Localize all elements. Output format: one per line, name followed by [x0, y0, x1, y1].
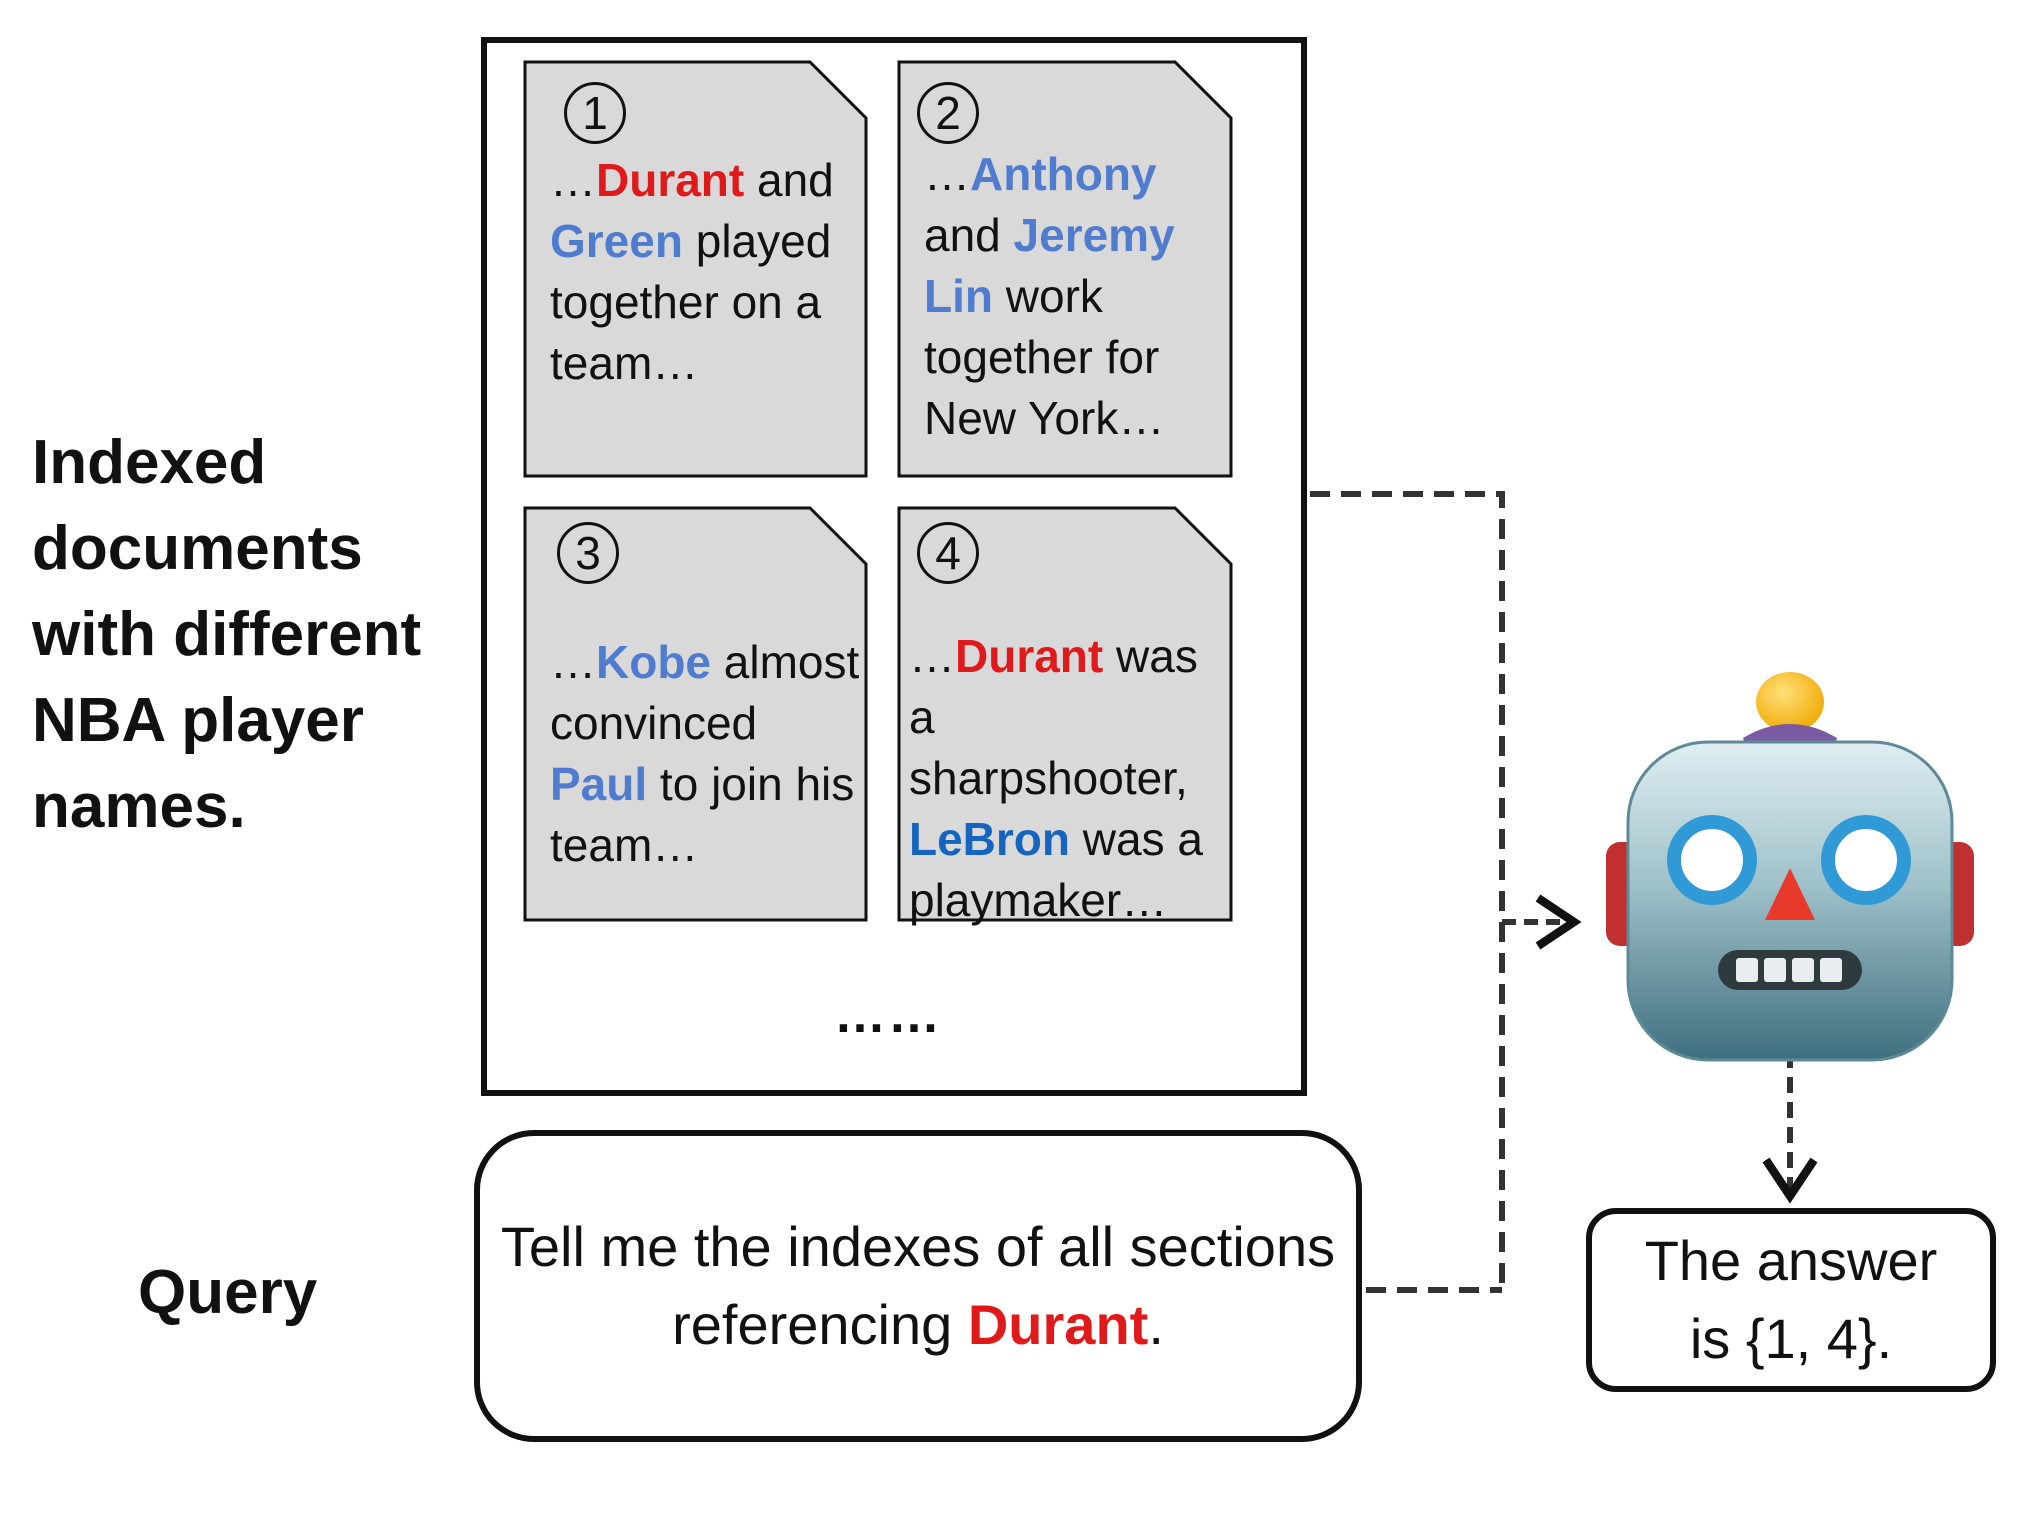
- query-box: Tell me the indexes of all sections refe…: [474, 1130, 1362, 1442]
- document-2-player-anthony: Anthony: [970, 148, 1157, 200]
- document-1-shape: [523, 60, 868, 478]
- document-4-shape: [897, 506, 1233, 922]
- document-4-number: 4: [917, 522, 979, 584]
- document-3-seg-0: …: [550, 636, 596, 688]
- document-3-seg-4: to join his team…: [550, 758, 855, 871]
- document-2-seg-2: and: [924, 209, 1014, 261]
- document-2-seg-0: …: [924, 148, 970, 200]
- document-1-seg-0: …: [550, 154, 596, 206]
- query-highlight-durant: Durant: [967, 1293, 1149, 1356]
- query-text-before: Tell me the indexes of all sections refe…: [500, 1215, 1336, 1356]
- document-4-player-lebron: LeBron: [909, 813, 1070, 865]
- query-text-after: .: [1148, 1293, 1164, 1356]
- document-2-seg-4: work together for New York…: [924, 270, 1165, 444]
- document-1-player-durant: Durant: [596, 154, 745, 206]
- connector-documents: [1310, 491, 1505, 1290]
- document-4-seg-0: …: [909, 630, 955, 682]
- document-3-number: 3: [557, 522, 619, 584]
- query-text: Tell me the indexes of all sections refe…: [480, 1208, 1356, 1364]
- document-1-seg-4: played together on a team…: [550, 215, 832, 389]
- document-2-text: …Anthony and Jeremy Lin work together fo…: [924, 144, 1194, 449]
- document-2-number: 2: [917, 82, 979, 144]
- document-3-text: …Kobe almost convinced Paul to join his …: [550, 632, 862, 876]
- answer-text: The answer is {1, 4}.: [1644, 1229, 1938, 1370]
- query-label: Query: [138, 1258, 318, 1327]
- answer-box: The answer is {1, 4}.: [1586, 1208, 1996, 1392]
- document-3-seg-2: almost convinced: [550, 636, 860, 749]
- document-4-player-durant: Durant: [955, 630, 1104, 682]
- document-1-text: …Durant and Green played together on a t…: [550, 150, 850, 394]
- document-3-player-paul: Paul: [550, 758, 648, 810]
- document-4-text: …Durant was a sharpshooter, LeBron was a…: [909, 626, 1225, 931]
- more-documents-ellipsis: ……: [834, 986, 942, 1044]
- document-4-seg-4: was a playmaker…: [909, 813, 1203, 926]
- document-2-shape: [897, 60, 1233, 478]
- document-1-number: 1: [564, 82, 626, 144]
- document-3-shape: [523, 506, 868, 922]
- document-3-player-kobe: Kobe: [596, 636, 711, 688]
- document-4-seg-2: was a sharpshooter,: [909, 630, 1198, 804]
- document-1-player-green: Green: [550, 215, 683, 267]
- indexed-documents-label: Indexed documents with different NBA pla…: [32, 428, 422, 841]
- document-2-player-jeremy-lin: Jeremy Lin: [924, 209, 1175, 322]
- document-1-seg-2: and: [744, 154, 834, 206]
- robot-face-icon: [1606, 672, 1974, 1062]
